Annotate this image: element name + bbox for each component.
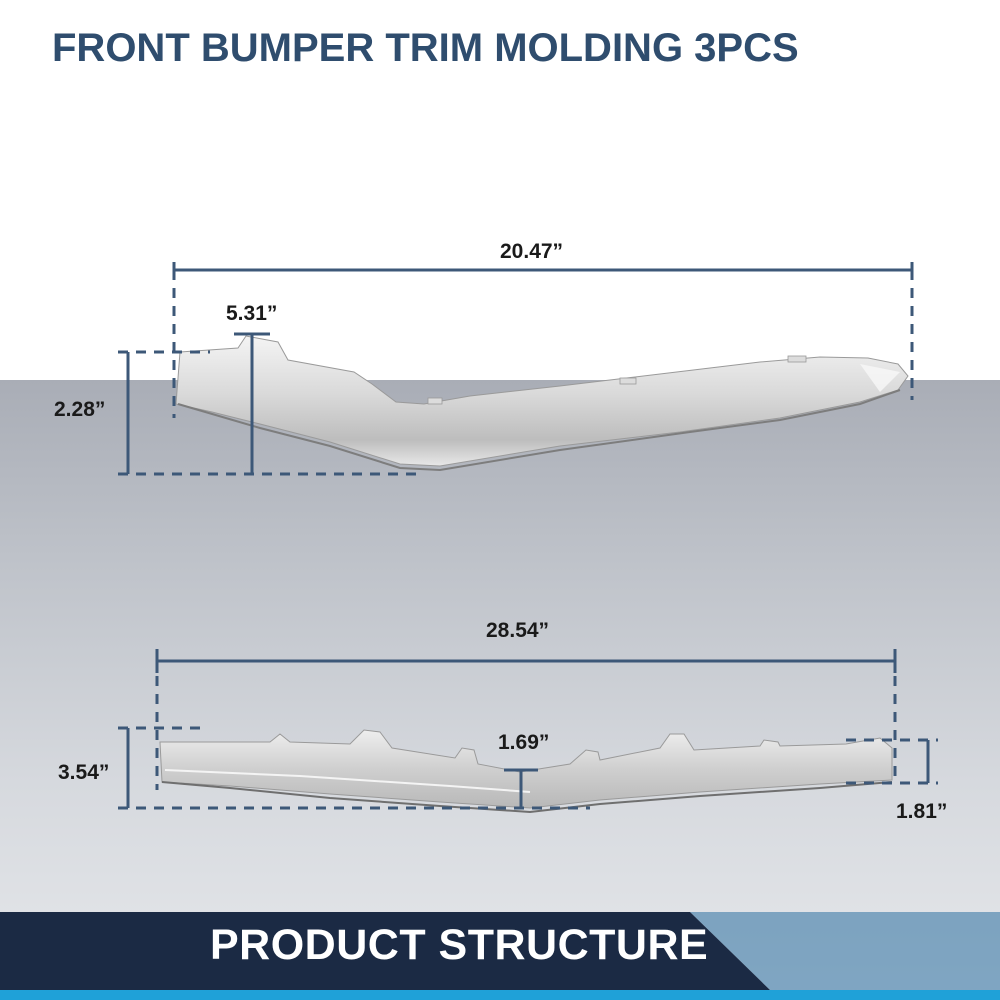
- upper-trim-edge: [177, 389, 901, 472]
- lower-length-label: 28.54”: [486, 619, 550, 642]
- upper-end-width-label: 5.31”: [226, 302, 278, 325]
- lower-trim-body: [159, 729, 893, 809]
- upper-dimension-lines: [118, 262, 914, 476]
- upper-trim-body: [175, 335, 909, 467]
- lower-dimension-lines: [118, 649, 938, 810]
- banner-dark-body: [0, 912, 770, 990]
- page-title: FRONT BUMPER TRIM MOLDING 3PCS: [52, 26, 799, 70]
- footer-banner: [0, 912, 1000, 1000]
- footer-label: PRODUCT STRUCTURE: [210, 921, 709, 969]
- lower-center-depth-label: 1.69”: [498, 731, 550, 754]
- lower-trim-edge: [161, 781, 893, 814]
- banner-light-wedge: [690, 912, 1000, 990]
- upper-clip-3: [787, 355, 807, 363]
- upper-clip-1: [427, 397, 443, 405]
- lower-end-height-label: 1.81”: [896, 800, 948, 823]
- upper-trim-piece: [175, 335, 909, 472]
- lower-trim-piece: [159, 729, 893, 814]
- lower-height-label: 3.54”: [58, 761, 110, 784]
- banner-accent-stripe: [0, 990, 1000, 1000]
- upper-trim-highlight: [860, 364, 900, 392]
- upper-clip-2: [619, 377, 637, 385]
- upper-length-label: 20.47”: [500, 240, 564, 263]
- upper-height-label: 2.28”: [54, 398, 106, 421]
- lower-trim-shine: [164, 769, 531, 793]
- background-gradient: [0, 380, 1000, 1000]
